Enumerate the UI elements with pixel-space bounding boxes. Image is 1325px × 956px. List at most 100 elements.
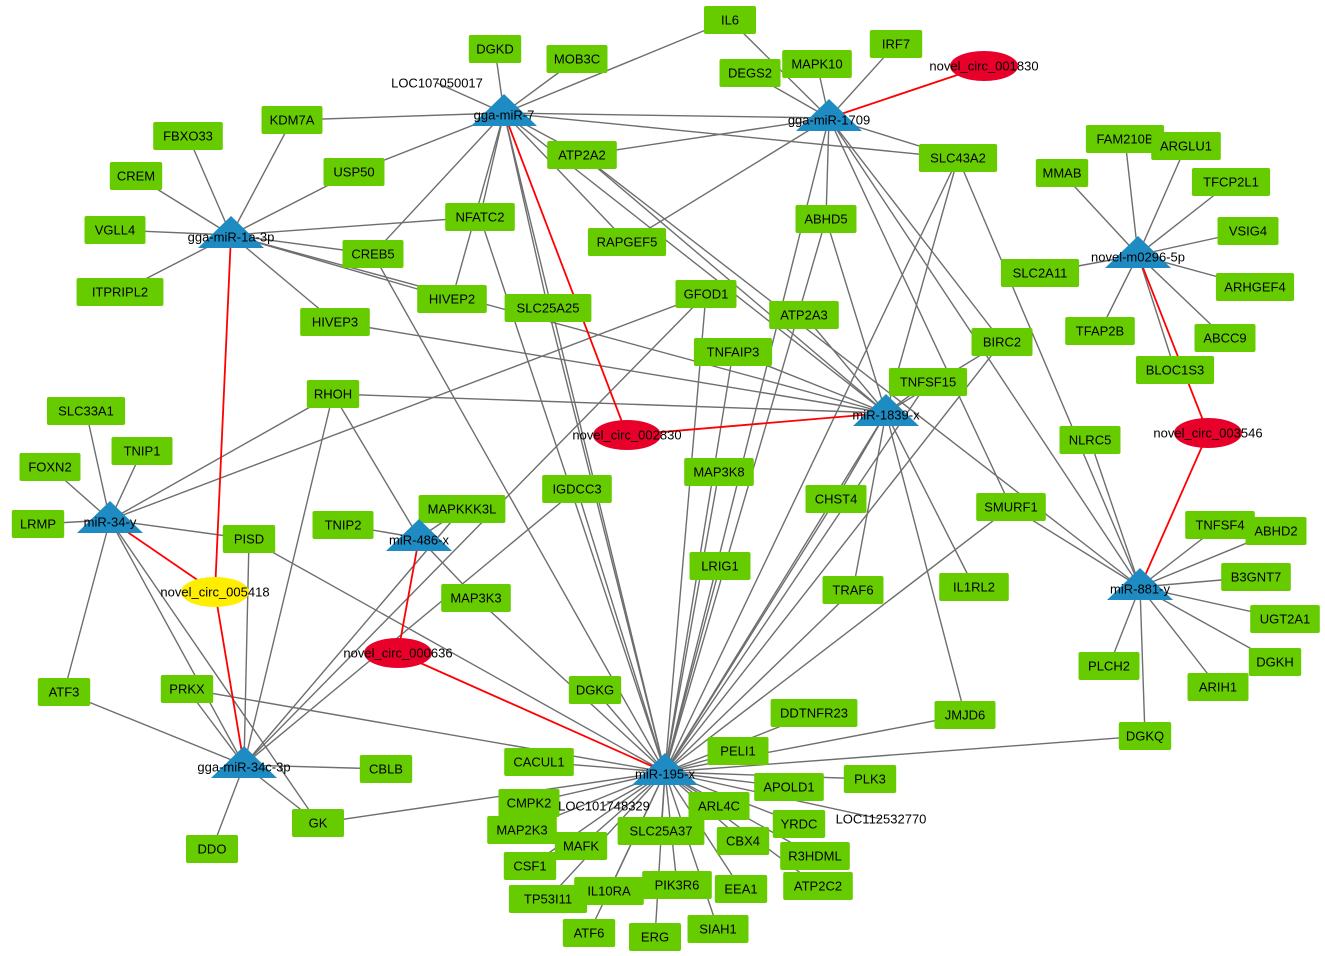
- node-mir-881-y[interactable]: miR-881-y: [1107, 568, 1173, 600]
- node-traf6[interactable]: TRAF6: [822, 576, 884, 604]
- node-slc43a2[interactable]: SLC43A2: [918, 144, 998, 172]
- node-yrdc[interactable]: YRDC: [772, 810, 826, 838]
- node-abhd5[interactable]: ABHD5: [795, 205, 857, 233]
- node-il6[interactable]: IL6: [704, 6, 756, 34]
- node-tfap2b[interactable]: TFAP2B: [1065, 317, 1135, 345]
- node-map3k8[interactable]: MAP3K8: [684, 458, 754, 486]
- node-slc33a1[interactable]: SLC33A1: [46, 397, 126, 425]
- node-irf7[interactable]: IRF7: [869, 30, 923, 58]
- node-loc101748329[interactable]: LOC101748329: [543, 792, 664, 820]
- node-dgkh[interactable]: DGKH: [1248, 648, 1302, 676]
- node-mir-195-x[interactable]: miR-195-x: [632, 753, 698, 785]
- node-rhoh[interactable]: RHOH: [306, 380, 360, 408]
- node-nfatc2[interactable]: NFATC2: [445, 203, 515, 231]
- node-dgkg[interactable]: DGKG: [568, 676, 622, 704]
- node-itpripl2[interactable]: ITPRIPL2: [76, 278, 164, 306]
- node-eea1[interactable]: EEA1: [714, 875, 768, 903]
- node-il10ra[interactable]: IL10RA: [574, 877, 644, 905]
- node-nlrc5[interactable]: NLRC5: [1059, 426, 1121, 454]
- node-il1rl2[interactable]: IL1RL2: [939, 573, 1009, 601]
- node-b3gnt7[interactable]: B3GNT7: [1221, 563, 1291, 591]
- node-bloc1s3[interactable]: BLOC1S3: [1135, 356, 1215, 384]
- node-tnfaip3[interactable]: TNFAIP3: [693, 338, 773, 366]
- node-map2k3[interactable]: MAP2K3: [487, 816, 557, 844]
- node-siah1[interactable]: SIAH1: [687, 915, 749, 943]
- node-mmab[interactable]: MMAB: [1035, 159, 1089, 187]
- node-mir-1839-x[interactable]: miR-1839-x: [852, 394, 920, 426]
- node-usp50[interactable]: USP50: [323, 158, 385, 186]
- node-fam210b[interactable]: FAM210B: [1085, 125, 1165, 153]
- node-gga-mir-1709[interactable]: gga-miR-1709: [788, 99, 870, 131]
- node-cacul1[interactable]: CACUL1: [504, 748, 574, 776]
- node-hivep2[interactable]: HIVEP2: [417, 285, 487, 313]
- node-cmpk2[interactable]: CMPK2: [498, 789, 560, 817]
- node-mapk10[interactable]: MAPK10: [782, 50, 852, 78]
- node-arih1[interactable]: ARIH1: [1187, 673, 1249, 701]
- node-gga-mir-1a-3p[interactable]: gga-miR-1a-3p: [188, 216, 275, 248]
- node-cblb[interactable]: CBLB: [359, 755, 413, 783]
- node-loc107050017[interactable]: LOC107050017: [376, 69, 497, 97]
- node-prkx[interactable]: PRKX: [160, 675, 214, 703]
- node-kdm7a[interactable]: KDM7A: [261, 106, 323, 134]
- node-rapgef5[interactable]: RAPGEF5: [587, 228, 667, 256]
- node-gfod1[interactable]: GFOD1: [675, 280, 737, 308]
- node-mafk[interactable]: MAFK: [554, 832, 608, 860]
- node-slc25a25[interactable]: SLC25A25: [504, 294, 592, 322]
- node-foxn2[interactable]: FOXN2: [19, 453, 81, 481]
- node-degs2[interactable]: DEGS2: [719, 59, 781, 87]
- node-csf1[interactable]: CSF1: [503, 852, 557, 880]
- node-smurf1[interactable]: SMURF1: [976, 493, 1046, 521]
- node-peli1[interactable]: PELI1: [707, 737, 769, 765]
- node-dgkq[interactable]: DGKQ: [1118, 722, 1172, 750]
- node-novel-circ-001830[interactable]: novel_circ_001830: [929, 51, 1039, 81]
- node-novel-circ-000636[interactable]: novel_circ_000636: [343, 638, 453, 668]
- node-erg[interactable]: ERG: [629, 923, 681, 951]
- node-tnfsf4[interactable]: TNFSF4: [1185, 511, 1255, 539]
- node-atf3[interactable]: ATF3: [37, 678, 91, 706]
- node-fbxo33[interactable]: FBXO33: [153, 122, 223, 150]
- node-arglu1[interactable]: ARGLU1: [1151, 132, 1221, 160]
- node-abcc9[interactable]: ABCC9: [1194, 324, 1256, 352]
- node-crem[interactable]: CREM: [109, 162, 163, 190]
- node-plk3[interactable]: PLK3: [843, 765, 897, 793]
- node-loc112532770[interactable]: LOC112532770: [820, 805, 941, 833]
- node-gk[interactable]: GK: [292, 809, 344, 837]
- node-novel-circ-005418[interactable]: novel_circ_005418: [160, 577, 270, 607]
- node-atf6[interactable]: ATF6: [562, 919, 616, 947]
- node-abhd2[interactable]: ABHD2: [1245, 517, 1307, 545]
- node-mir-34-y[interactable]: miR-34-y: [77, 501, 143, 533]
- node-gga-mir-34c-3p[interactable]: gga-miR-34c-3p: [197, 746, 291, 778]
- node-tnip2[interactable]: TNIP2: [312, 511, 374, 539]
- node-vgll4[interactable]: VGLL4: [84, 216, 146, 244]
- node-creb5[interactable]: CREB5: [342, 240, 404, 268]
- node-dgkd[interactable]: DGKD: [468, 35, 522, 63]
- node-novel-circ-003546[interactable]: novel_circ_003546: [1153, 418, 1263, 448]
- node-r3hdml[interactable]: R3HDML: [780, 842, 850, 870]
- node-ugt2a1[interactable]: UGT2A1: [1250, 605, 1320, 633]
- node-tnip1[interactable]: TNIP1: [111, 437, 173, 465]
- node-arhgef4[interactable]: ARHGEF4: [1215, 273, 1295, 301]
- node-birc2[interactable]: BIRC2: [971, 328, 1033, 356]
- node-atp2c2[interactable]: ATP2C2: [783, 872, 853, 900]
- node-apold1[interactable]: APOLD1: [754, 773, 824, 801]
- node-map3k3[interactable]: MAP3K3: [441, 584, 511, 612]
- node-jmjd6[interactable]: JMJD6: [934, 701, 996, 729]
- node-tnfsf15[interactable]: TNFSF15: [888, 368, 968, 396]
- node-novel-m0296-5p[interactable]: novel-m0296-5p: [1091, 236, 1185, 268]
- node-tfcp2l1[interactable]: TFCP2L1: [1191, 168, 1271, 196]
- node-slc2a11[interactable]: SLC2A11: [1000, 259, 1080, 287]
- node-atp2a3[interactable]: ATP2A3: [769, 301, 839, 329]
- node-mob3c[interactable]: MOB3C: [546, 45, 608, 73]
- node-tp53i11[interactable]: TP53I11: [508, 885, 588, 913]
- node-slc25a37[interactable]: SLC25A37: [617, 817, 705, 845]
- node-hivep3[interactable]: HIVEP3: [300, 308, 370, 336]
- node-plch2[interactable]: PLCH2: [1078, 652, 1140, 680]
- node-cbx4[interactable]: CBX4: [716, 827, 770, 855]
- node-atp2a2[interactable]: ATP2A2: [547, 141, 617, 169]
- node-pik3r6[interactable]: PIK3R6: [642, 871, 712, 899]
- node-arl4c[interactable]: ARL4C: [688, 792, 750, 820]
- node-mir-486-x[interactable]: miR-486-x: [386, 519, 452, 551]
- node-pisd[interactable]: PISD: [222, 525, 276, 553]
- node-mapkkk3l[interactable]: MAPKKK3L: [418, 495, 506, 523]
- node-lrmp[interactable]: LRMP: [11, 510, 65, 538]
